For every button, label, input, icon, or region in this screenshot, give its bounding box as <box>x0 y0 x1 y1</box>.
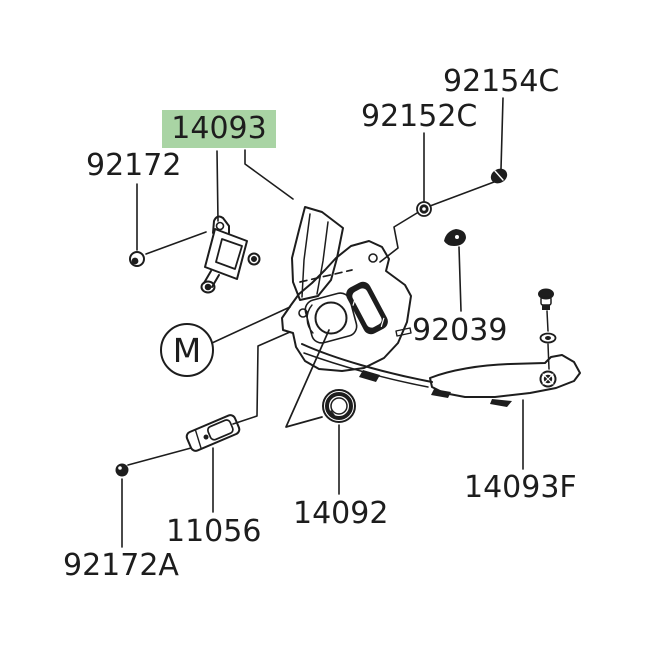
ring-14092-drawing <box>322 389 356 423</box>
leader-lines <box>121 97 524 548</box>
bolt-92172A-drawing <box>115 463 129 477</box>
cover-14093F-drawing <box>429 354 581 407</box>
bracket-14093-drawing <box>200 215 261 294</box>
screw-92154C-drawing <box>490 168 508 184</box>
m-marker-circle <box>160 323 214 377</box>
part-label-14092: 14092 <box>293 496 389 531</box>
part-label-92152C: 92152C <box>361 99 478 134</box>
main-cover-drawing <box>281 206 451 428</box>
screw-stack-14093F-drawing <box>538 288 557 370</box>
part-label-92172A: 92172A <box>63 548 179 583</box>
screw-92172-drawing <box>129 251 145 267</box>
washer-92152C-drawing <box>416 201 432 217</box>
part-label-11056: 11056 <box>166 514 262 549</box>
part-label-92154C: 92154C <box>443 64 560 99</box>
rivet-92039-drawing <box>444 229 466 246</box>
bracket-11056-drawing <box>185 414 241 452</box>
part-label-14093-highlighted: 14093 <box>162 110 276 148</box>
part-label-14093F: 14093F <box>464 470 577 505</box>
m-marker-label: M <box>172 330 202 370</box>
part-label-92172: 92172 <box>86 148 182 183</box>
part-label-92039: 92039 <box>412 313 508 348</box>
